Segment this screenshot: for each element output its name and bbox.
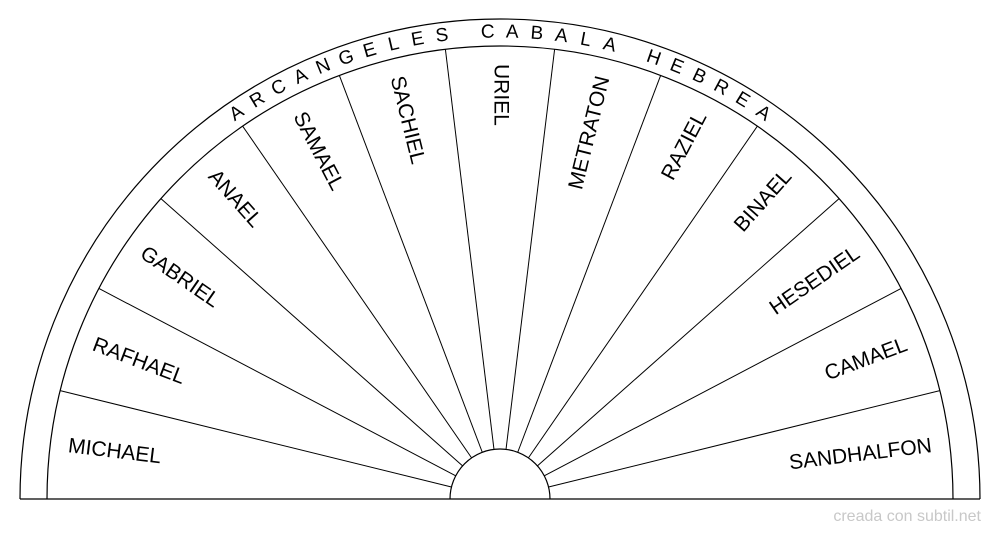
arc-title-glyph: E: [667, 55, 687, 79]
arc-title-glyph: R: [710, 75, 732, 100]
sector-label: ANAEL: [204, 165, 267, 232]
arc-title-glyph: A: [752, 101, 775, 126]
arc-title-glyph: H: [644, 46, 664, 70]
sector-label: GABRIEL: [136, 242, 224, 313]
sector-label: CAMAEL: [822, 333, 911, 385]
sector-dividers: [60, 49, 940, 488]
sector-label: RAZIEL: [657, 108, 712, 184]
sector-divider: [548, 390, 940, 488]
sector-divider: [444, 49, 495, 450]
credit-text: creada con subtil.net: [833, 508, 981, 525]
arc-title-glyph: S: [434, 24, 449, 46]
sector-divider: [517, 75, 662, 453]
arc-title-glyph: A: [601, 33, 619, 56]
sector-label: METRATON: [564, 74, 614, 192]
sector-divider: [544, 288, 902, 477]
arc-title-glyph: A: [506, 22, 520, 43]
arc-title-glyph: L: [579, 29, 593, 52]
arc-title-glyph: C: [481, 22, 495, 43]
sector-divider: [338, 75, 483, 453]
hub-arc: [449, 448, 551, 500]
arc-title-glyph: R: [246, 87, 269, 112]
sector-label: SACHIEL: [386, 74, 430, 167]
sector-label: HESEDIEL: [765, 242, 864, 320]
sector-labels: MICHAEL RAFHAEL GABRIEL ANAEL SAMAEL SACHIEL U…: [67, 64, 933, 474]
arc-title-glyph: N: [313, 54, 334, 79]
sector-divider: [527, 125, 758, 459]
sector-divider: [505, 49, 556, 450]
sector-divider: [242, 125, 473, 459]
sector-label: SANDHALFON: [788, 434, 933, 474]
sector-divider: [160, 198, 463, 467]
sector-label: URIEL: [489, 64, 512, 126]
arc-title-glyph: E: [410, 28, 426, 51]
arc-title-glyph: C: [268, 75, 290, 100]
sector-divider: [537, 198, 840, 467]
arc-title-glyph: A: [291, 64, 312, 89]
arc-title-glyph: A: [226, 101, 249, 126]
arc-title-glyph: L: [386, 33, 401, 56]
arc-title-glyph: E: [361, 39, 379, 63]
chart-outline: [19, 18, 981, 500]
arc-title-glyph: G: [336, 46, 357, 71]
outer-arc: [19, 18, 981, 500]
arc-title-glyph: A: [554, 25, 570, 48]
sector-label: RAFHAEL: [90, 333, 189, 389]
inner-arc: [46, 45, 954, 500]
sector-divider: [60, 390, 452, 488]
sector-divider: [98, 288, 456, 477]
arc-title-glyph: E: [732, 88, 754, 113]
sector-label: SAMAEL: [289, 108, 349, 194]
arc-title-glyph: B: [689, 64, 709, 88]
arc-title-glyph: B: [530, 23, 544, 45]
sector-label: BINAEL: [730, 165, 797, 236]
sector-label: MICHAEL: [67, 434, 162, 468]
